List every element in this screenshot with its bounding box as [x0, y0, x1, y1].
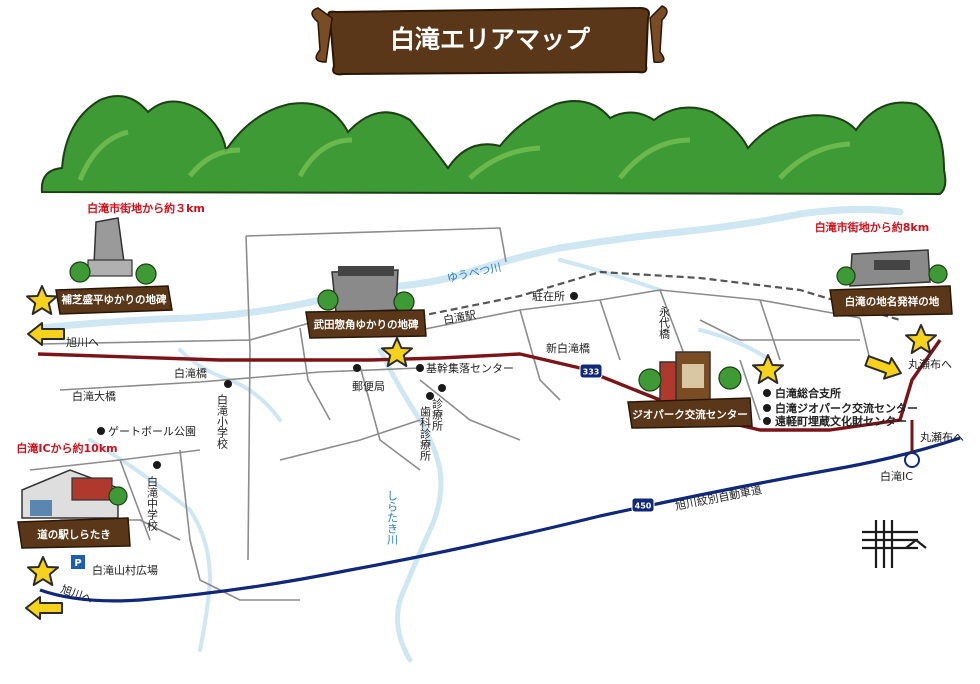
- origin-sign: 白滝の地名発祥の地: [829, 249, 953, 317]
- arrow-asahikawa-bottom-icon: [25, 596, 63, 620]
- label-post: 郵便局: [352, 380, 385, 393]
- label-junior-high: 白滝中学校: [146, 475, 159, 532]
- label-yuubetsu-river: ゆうべつ川: [446, 261, 503, 285]
- label-sanson: 白滝山村広場: [92, 563, 158, 577]
- distance-ic-10km: 白滝ICから約10km: [16, 441, 117, 455]
- label-geo-center: 白滝ジオパーク交流センター: [775, 401, 918, 415]
- minor-roads: [29, 227, 871, 601]
- label-ic: 白滝IC: [880, 469, 913, 483]
- label-shirataki-ohashi: 白滝大橋: [72, 389, 116, 403]
- label-maruseppu-2: 丸瀬布へ: [920, 430, 964, 444]
- label-shin-bridge: 新白滝橋: [546, 341, 590, 355]
- expressway: [39, 436, 961, 603]
- star-michinoeki-icon: [27, 556, 59, 586]
- label-elementary: 白滝小学校: [216, 393, 229, 450]
- label-asahikawa-2: 旭川へ: [59, 582, 95, 606]
- compass-icon: [862, 520, 927, 568]
- label-chuzaisho: 駐在所: [532, 289, 565, 303]
- svg-text:武田惣角ゆかりの地碑: 武田惣角ゆかりの地碑: [314, 318, 419, 331]
- label-expressway: 旭川紋別自動車道: [674, 482, 763, 513]
- label-maizo: 遠軽町埋蔵文化財センター: [775, 414, 907, 428]
- label-gateball: ゲートボール公園: [108, 425, 196, 438]
- poi-dots: [97, 292, 771, 469]
- label-eidai-bridge: 永代橋: [658, 305, 671, 340]
- label-asahikawa-1: 旭川へ: [66, 335, 99, 349]
- geopark-sign: ジオパーク交流センター: [627, 351, 753, 429]
- svg-text:333: 333: [583, 368, 600, 377]
- arrow-maruseppu-icon: [862, 349, 906, 385]
- label-shirataki-river: しらたき川: [386, 490, 399, 545]
- svg-text:白滝の地名発祥の地: 白滝の地名発祥の地: [845, 295, 940, 308]
- ic-marker: [904, 452, 920, 468]
- national-route: [37, 339, 942, 460]
- distance-city-8km: 白滝市街地から約8km: [815, 220, 929, 234]
- parking-icon: P: [71, 555, 85, 569]
- route-450-shield: 450: [631, 497, 655, 513]
- svg-text:P: P: [74, 558, 81, 569]
- svg-text:補芝盛平ゆかりの地碑: 補芝盛平ゆかりの地碑: [61, 293, 167, 306]
- label-shirataki-bridge: 白滝橋: [174, 366, 207, 380]
- label-kikan: 基幹集落センター: [426, 361, 514, 375]
- label-shinryo: 診療所: [431, 397, 444, 432]
- svg-text:ジオパーク交流センター: ジオパーク交流センター: [632, 408, 748, 421]
- star-origin-icon: [905, 324, 937, 354]
- label-branch: 白滝総合支所: [775, 386, 841, 400]
- distance-city-3km: 白滝市街地から約３km: [87, 201, 205, 215]
- michinoeki-sign: 道の駅しらたき: [17, 469, 131, 549]
- label-station: 白滝駅: [442, 307, 477, 327]
- star-monument-icon: [26, 285, 58, 315]
- label-maruseppu-1: 丸瀬布へ: [908, 357, 952, 371]
- monument-sign: 補芝盛平ゆかりの地碑: [55, 217, 173, 315]
- map-title: 白滝エリアマップ: [390, 25, 591, 54]
- takeda-sign: 武田惣角ゆかりの地碑: [305, 266, 427, 339]
- svg-text:450: 450: [635, 502, 652, 511]
- star-branch-icon: [752, 354, 784, 384]
- mountain-range: [40, 95, 947, 196]
- label-dental: 歯科診療所: [419, 406, 432, 462]
- title-banner: 白滝エリアマップ: [311, 5, 668, 76]
- svg-text:道の駅しらたき: 道の駅しらたき: [37, 528, 111, 541]
- route-333-shield: 333: [579, 363, 603, 379]
